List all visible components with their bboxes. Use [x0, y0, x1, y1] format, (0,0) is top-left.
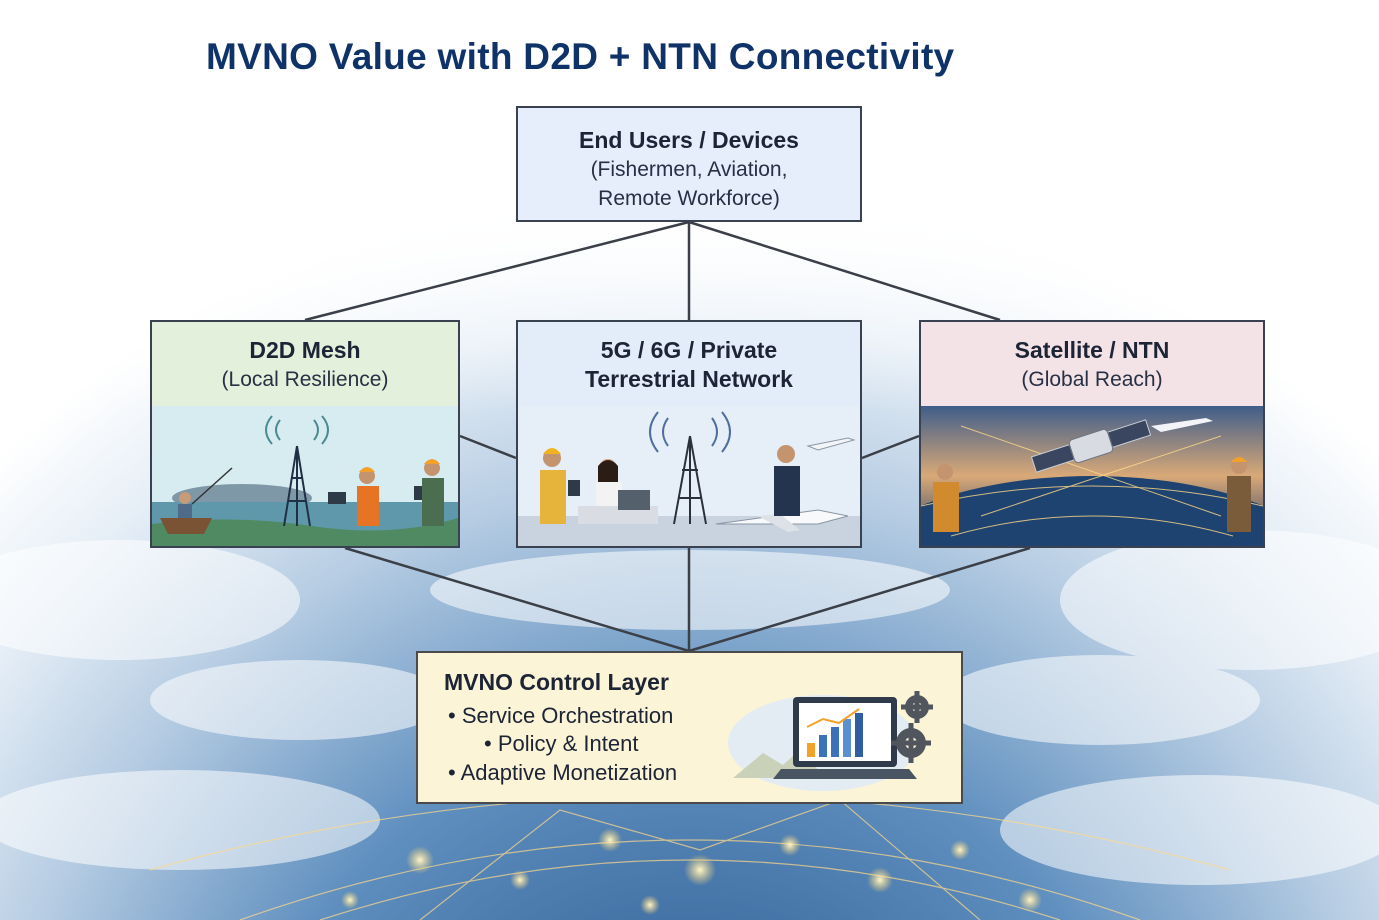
end-users-line2: (Fishermen, Aviation,: [590, 158, 788, 181]
page-title: MVNO Value with D2D + NTN Connectivity: [206, 36, 955, 77]
terrestrial-scene-illustration: [518, 406, 860, 546]
satellite-subtitle: (Global Reach): [1021, 368, 1163, 391]
end-users-box: End Users / Devices (Fishermen, Aviation…: [516, 106, 862, 222]
laptop-analytics-icon: [728, 691, 933, 791]
satellite-title: Satellite / NTN: [1014, 337, 1170, 363]
mvno-control-layer-box: MVNO Control Layer • Service Orchestrati…: [416, 651, 963, 804]
satellite-ntn-box: Satellite / NTN (Global Reach): [919, 320, 1265, 548]
d2d-subtitle: (Local Resilience): [221, 368, 389, 391]
end-users-title: End Users / Devices: [579, 127, 799, 153]
control-title: MVNO Control Layer: [444, 669, 669, 695]
d2d-mesh-box: D2D Mesh (Local Resilience): [150, 320, 460, 548]
terrestrial-line2: Terrestrial Network: [585, 366, 793, 392]
d2d-title: D2D Mesh: [249, 337, 361, 363]
end-users-line3: Remote Workforce): [598, 187, 780, 210]
control-bullet-monetization: • Adaptive Monetization: [448, 760, 678, 785]
terrestrial-line1: 5G / 6G / Private: [600, 337, 778, 363]
satellite-scene-illustration: [921, 406, 1263, 546]
d2d-scene-illustration: [152, 406, 458, 546]
terrestrial-network-box: 5G / 6G / Private Terrestrial Network: [516, 320, 862, 548]
control-bullet-policy: • Policy & Intent: [484, 731, 639, 756]
control-bullet-orchestration: • Service Orchestration: [448, 703, 674, 728]
